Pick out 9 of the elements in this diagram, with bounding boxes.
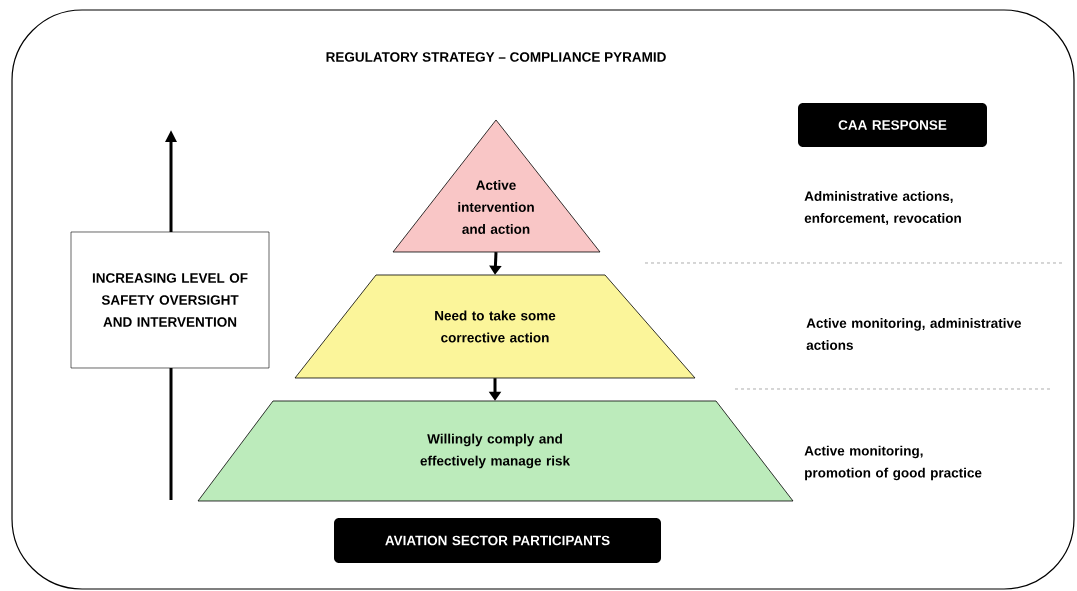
response-text: Administrative actions, enforcement, revocation xyxy=(804,191,961,225)
pyramid-middle-trapezoid: Need to take some corrective action xyxy=(294,274,696,379)
response-text: Active monitoring, administrative actions xyxy=(806,318,1021,350)
label-tag: AVIATION SECTOR PARTICIPANTS xyxy=(334,518,661,563)
pyramid-top-triangle: Active intervention and action xyxy=(392,119,601,253)
text-box: INCREASING LEVEL OF SAFETY OVERSIGHT AND INTERVENTION xyxy=(70,231,270,369)
pyramid-base-trapezoid: Willingly comply and effectively manage risk xyxy=(197,400,794,502)
label-tag: CAA RESPONSE xyxy=(798,103,987,147)
title: REGULATORY STRATEGY – COMPLIANCE PYRAMID xyxy=(326,52,666,62)
